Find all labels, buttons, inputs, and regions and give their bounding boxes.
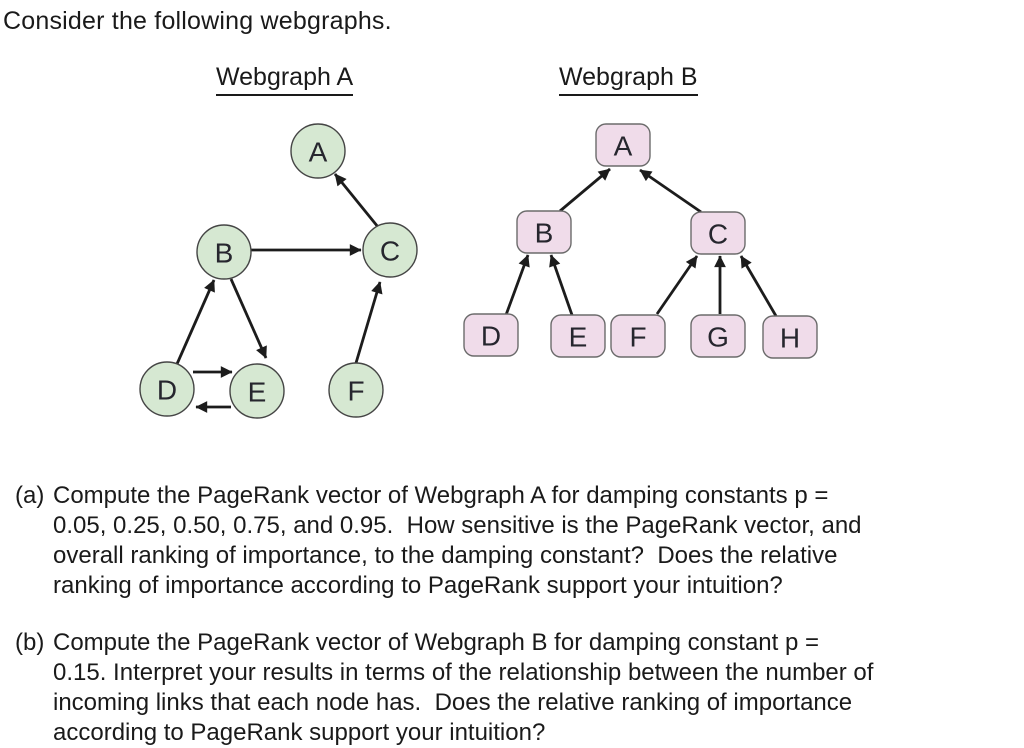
question-a: (a) Compute the PageRank vector of Webgr… (15, 481, 862, 601)
webgraph-b-node-F-label: F (629, 322, 646, 353)
webgraph-b-edge-C-A (639, 168, 702, 214)
webgraph-b-node-B (516, 210, 572, 254)
webgraph-a-node-D (139, 361, 195, 417)
question-b: (b) Compute the PageRank vector of Webgr… (15, 628, 873, 748)
webgraph-a-node-B-label: B (215, 238, 234, 269)
webgraph-b-label-text: Webgraph B (559, 63, 698, 96)
webgraph-b-edge-B-A (559, 167, 611, 213)
webgraph-b-label: Webgraph B (559, 63, 698, 96)
webgraph-a-node-D-label: D (157, 375, 177, 406)
webgraph-b-node-D (463, 313, 519, 357)
question-a-marker: (a) (15, 482, 45, 509)
page-heading: Consider the following webgraphs. (3, 7, 392, 35)
webgraph-b-node-H (762, 315, 818, 359)
webgraph-b-edge-E-B (549, 254, 574, 316)
webgraph-b-edge-H-C (739, 255, 778, 317)
webgraph-b-node-A-label: A (614, 131, 633, 162)
webgraph-a-label: Webgraph A (216, 63, 354, 96)
webgraph-a-node-A (290, 123, 346, 179)
webgraph-a-edge-D-B (175, 279, 216, 365)
webgraph-a-edge-F-C (354, 281, 383, 364)
webgraph-b-node-C-label: C (708, 219, 728, 250)
question-b-marker: (b) (15, 629, 45, 656)
webgraph-b-node-F (610, 314, 666, 358)
webgraph-b-node-B-label: B (535, 218, 554, 249)
webgraph-a-node-F (328, 362, 384, 418)
webgraph-b-node-D-label: D (481, 321, 501, 352)
webgraph-b-node-G (690, 314, 746, 358)
webgraph-a-diagram: A B C D E F (139, 123, 418, 419)
webgraph-b-node-H-label: H (780, 323, 800, 354)
webgraph-a-node-C-label: C (380, 236, 400, 267)
webgraph-b-edge-F-C (655, 255, 699, 315)
webgraph-b-node-A (595, 123, 651, 167)
webgraph-b-diagram: A B C D E F G H (463, 123, 818, 359)
webgraph-a-edge-C-A (333, 173, 380, 228)
webgraph-a-edge-B-E (229, 278, 268, 359)
webgraph-b-node-C (690, 211, 746, 255)
webgraph-a-node-B (196, 224, 252, 280)
webgraph-a-node-F-label: F (347, 376, 364, 407)
webgraph-b-edge-D-B (504, 254, 530, 316)
webgraph-a-label-text: Webgraph A (216, 63, 354, 96)
webgraph-a-node-A-label: A (309, 137, 328, 168)
webgraph-a-node-C (362, 222, 418, 278)
question-a-text: Compute the PageRank vector of Webgraph … (53, 482, 862, 599)
question-b-text: Compute the PageRank vector of Webgraph … (53, 629, 874, 746)
webgraph-b-node-E (550, 314, 606, 358)
webgraph-b-node-G-label: G (707, 322, 729, 353)
webgraph-a-node-E-label: E (248, 377, 267, 408)
webgraph-a-node-E (229, 363, 285, 419)
webgraph-b-node-E-label: E (569, 322, 588, 353)
